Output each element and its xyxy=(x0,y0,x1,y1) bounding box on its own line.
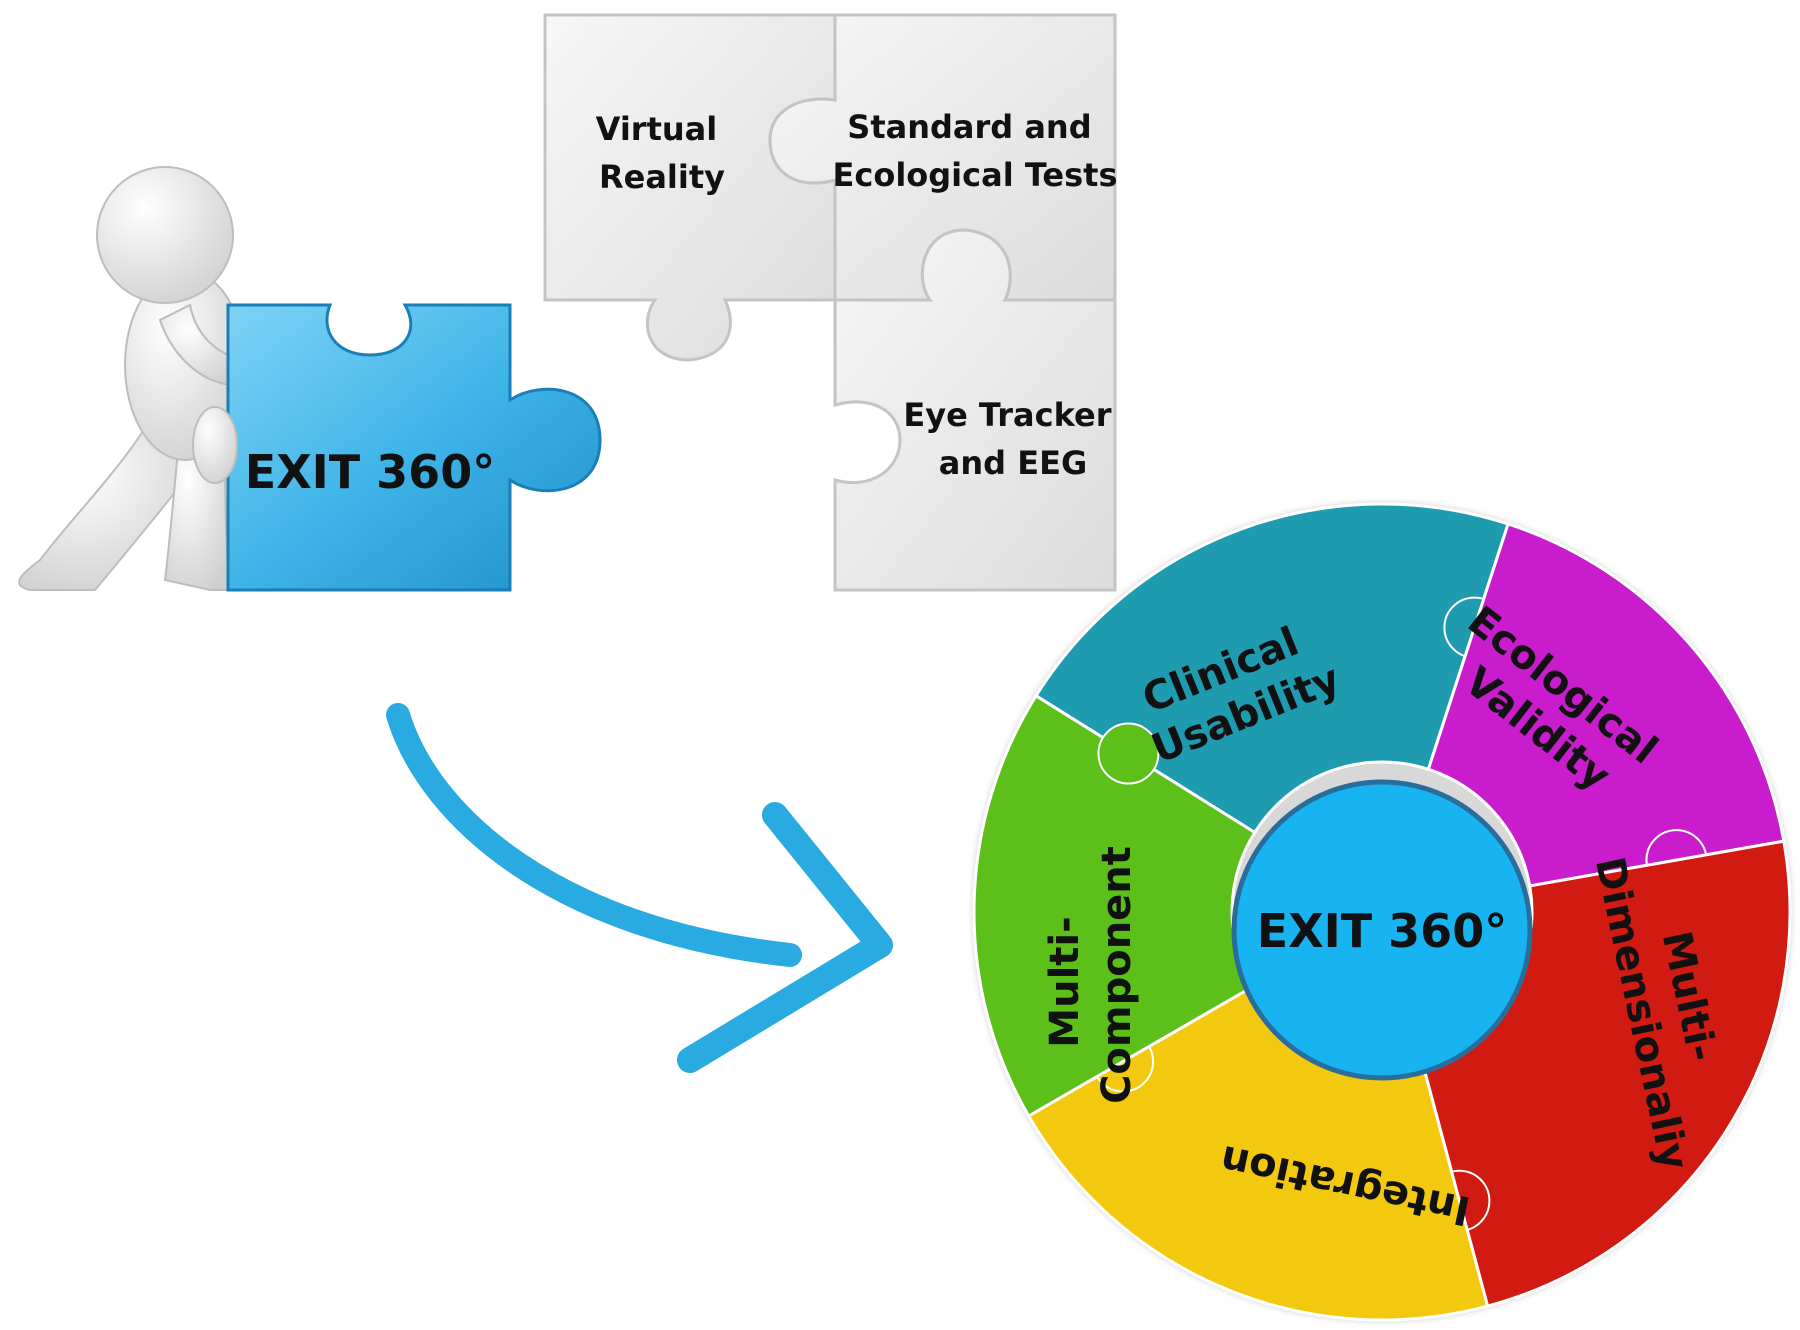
blue-piece-label: EXIT 360° xyxy=(245,445,495,499)
person-head xyxy=(96,166,234,304)
eye-tracker-line-1: Eye Tracker xyxy=(903,396,1111,434)
standard-tests-line-1: Standard and xyxy=(847,108,1091,146)
person-back-leg xyxy=(18,418,202,591)
multi-component-line-1: Multi- xyxy=(1042,916,1088,1047)
wheel-center-label: EXIT 360° xyxy=(1257,904,1507,958)
blue-puzzle-piece: EXIT 360° xyxy=(192,303,602,592)
svg-text:Eye Tracker and EEG: Eye Tracker and EEG xyxy=(903,396,1122,482)
virtual-reality-line-1: Virtual xyxy=(596,110,718,148)
svg-text:Virtual Reality: Virtual Reality xyxy=(596,110,729,196)
arrow-head xyxy=(677,802,893,1073)
blue-piece-shape xyxy=(226,303,602,592)
arrow-shaft xyxy=(386,703,802,967)
multi-component-line-2: Component xyxy=(1094,846,1140,1104)
puzzle-piece-eye-tracker xyxy=(833,228,1117,592)
wheel-diagram: EXIT 360° Clinical Usability Ecological … xyxy=(972,502,1792,1322)
gray-puzzle-group: Virtual Reality Standard and Ecological … xyxy=(543,13,1122,592)
wheel-center xyxy=(1231,779,1533,1081)
virtual-reality-line-2: Reality xyxy=(599,158,725,196)
wheel-segment-ecological-validity xyxy=(1426,522,1786,888)
wheel-knob-multi-component xyxy=(1097,722,1160,785)
person-figure xyxy=(18,166,246,591)
eye-tracker-line-2: and EEG xyxy=(939,444,1087,482)
svg-text:Multi- Component: Multi- Component xyxy=(1042,846,1140,1104)
curved-arrow xyxy=(386,703,893,1073)
svg-text:Standard and Ecological: Standard and Ecological Tests xyxy=(833,108,1118,194)
standard-tests-line-2: Ecological Tests xyxy=(833,156,1118,194)
person-hand xyxy=(192,406,238,484)
